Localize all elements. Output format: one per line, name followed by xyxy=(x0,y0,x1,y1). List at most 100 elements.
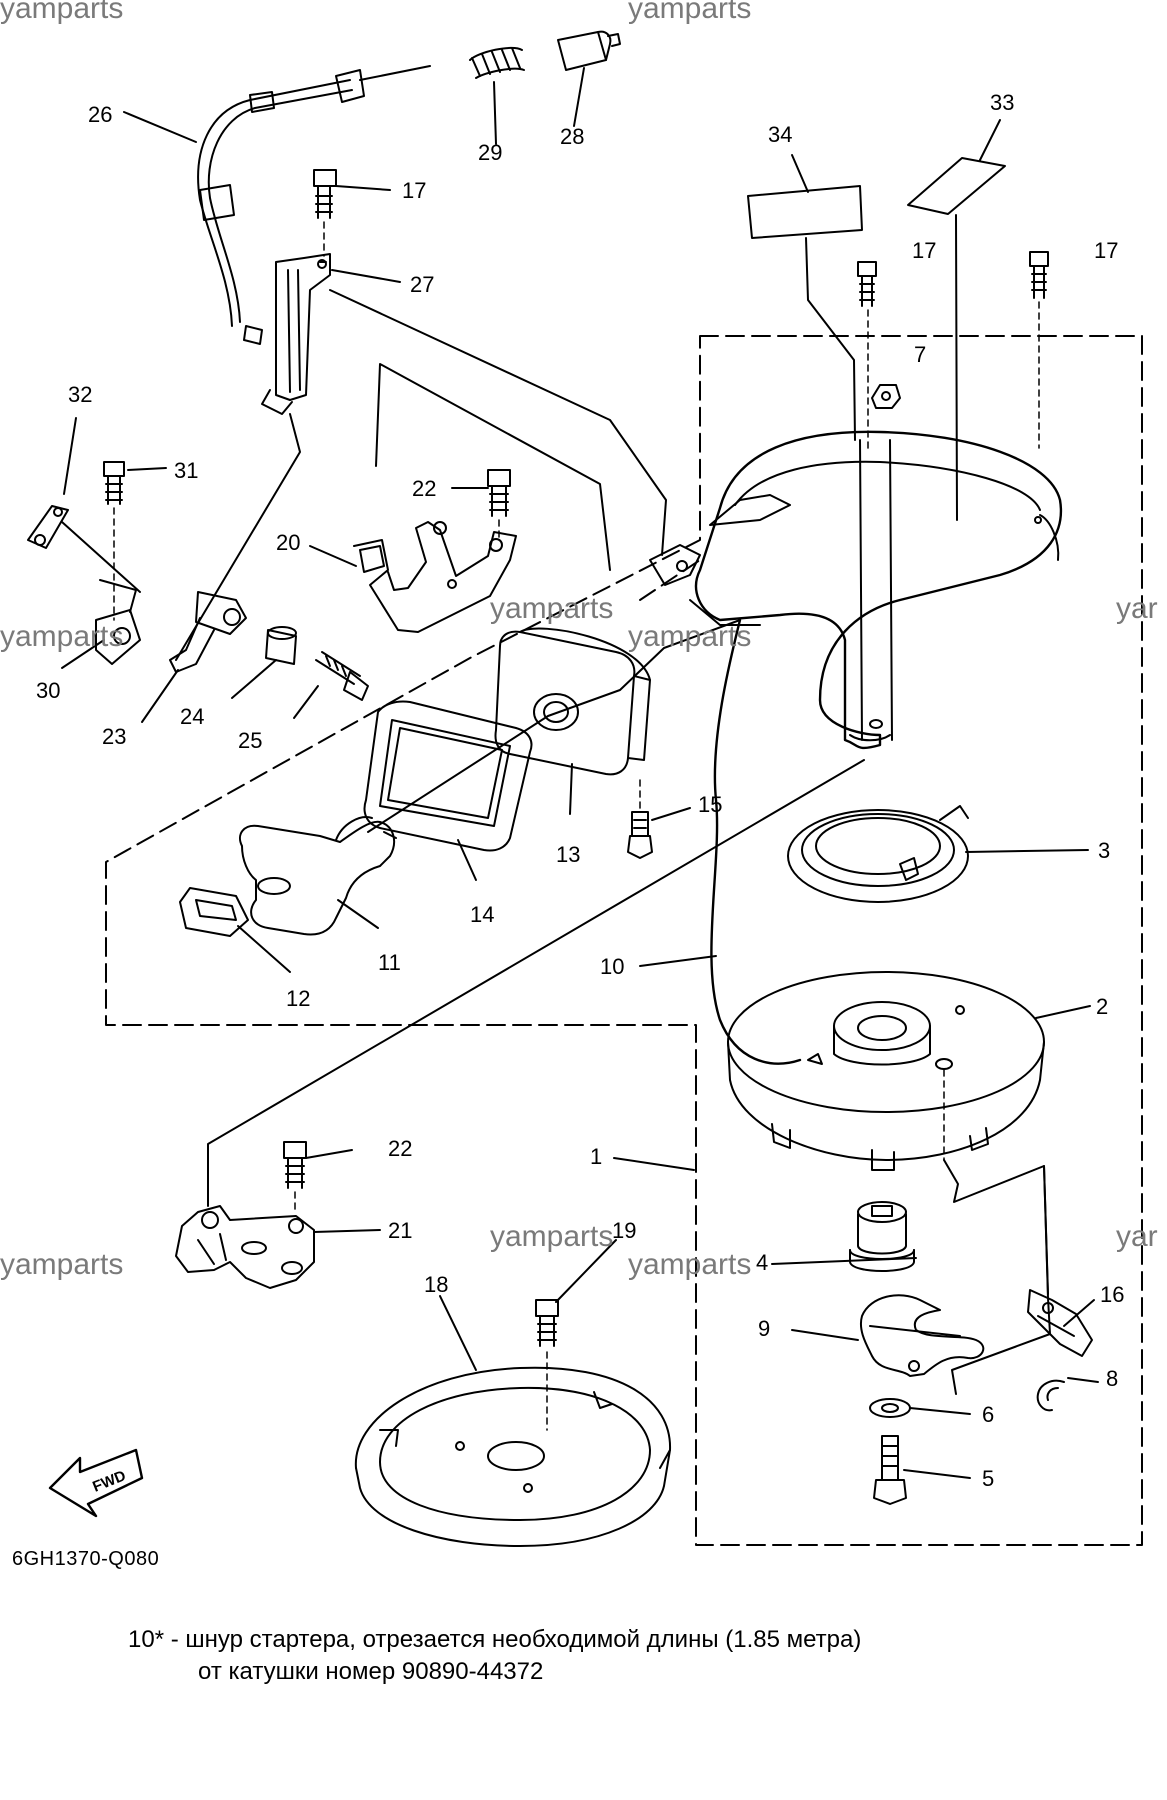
guide-13 xyxy=(494,627,651,776)
bolt-31 xyxy=(103,461,125,621)
label-plate-33 xyxy=(907,157,1006,215)
part-number-19: 19 xyxy=(612,1218,636,1243)
watermark: yamparts xyxy=(490,1220,614,1253)
part-number-33: 33 xyxy=(990,90,1014,115)
part-number-12: 12 xyxy=(286,986,310,1011)
leader-8 xyxy=(1067,1377,1099,1383)
leader-34-to-housing xyxy=(805,237,856,441)
base-plate-18 xyxy=(354,1366,672,1547)
part-number-11: 11 xyxy=(378,950,401,975)
part-number-29: 29 xyxy=(478,140,502,165)
leader-14 xyxy=(457,839,477,881)
clip-8 xyxy=(1036,1379,1065,1412)
bracket-20-line xyxy=(375,363,611,571)
bracket-line-pulley xyxy=(943,1159,1049,1295)
part-number-28: 28 xyxy=(560,124,584,149)
part-number-2: 2 xyxy=(1096,994,1108,1019)
part-number-24: 24 xyxy=(180,704,204,729)
part-number-23: 23 xyxy=(102,724,126,749)
insert-12 xyxy=(179,887,249,937)
part-number-32: 32 xyxy=(68,382,92,407)
washer-6 xyxy=(869,1398,911,1418)
leader-21 xyxy=(313,1229,381,1233)
bracket-line-pawl xyxy=(951,1165,1051,1395)
leader-15 xyxy=(651,807,691,821)
part-number-17a: 17 xyxy=(402,178,426,203)
starter-rope-inside xyxy=(367,619,741,833)
leader-17-c xyxy=(335,185,391,191)
bolt-22-a xyxy=(487,469,511,541)
bolt-17-a xyxy=(857,261,877,451)
throttle-cable-26 xyxy=(197,65,431,345)
handle-11 xyxy=(239,816,397,936)
part-number-13: 13 xyxy=(556,842,580,867)
leader-9 xyxy=(791,1329,859,1341)
leader-20 xyxy=(309,545,357,567)
starter-housing xyxy=(649,430,1063,750)
watermark: yamparts xyxy=(0,620,124,653)
part-number-1: 1 xyxy=(590,1144,602,1169)
watermark: yamparts xyxy=(628,0,752,25)
note-line-1: 10* - шнур стартера, отрезается необходи… xyxy=(128,1626,862,1653)
plate-20 xyxy=(353,521,517,633)
assembly-boundary-dashed xyxy=(105,335,1143,1546)
leader-33 xyxy=(979,119,1001,161)
arm-23 xyxy=(169,591,247,673)
bolt-17-b xyxy=(1029,251,1049,449)
ratchet-9 xyxy=(860,1294,985,1377)
part-number-labels: 1 2 3 4 5 6 7 8 9 10 11 12 13 14 15 16 1… xyxy=(36,90,1124,1491)
pawl-16 xyxy=(1027,1289,1093,1357)
part-number-15: 15 xyxy=(698,792,722,817)
part-number-30: 30 xyxy=(36,678,60,703)
leader-24 xyxy=(231,659,277,699)
collar-24 xyxy=(265,626,297,665)
part-number-17c: 17 xyxy=(1094,238,1118,263)
fwd-label: FWD xyxy=(90,1467,128,1496)
part-number-16: 16 xyxy=(1100,1282,1124,1307)
bolt-22-b xyxy=(283,1141,307,1213)
part-number-9: 9 xyxy=(758,1316,770,1341)
watermark-partial: yar xyxy=(1116,592,1158,625)
bolt-5 xyxy=(873,1435,907,1505)
nut-7 xyxy=(871,384,901,409)
part-number-31: 31 xyxy=(174,458,198,483)
watermark: yamparts xyxy=(0,1248,124,1281)
leader-23 xyxy=(141,669,179,723)
spring-29 xyxy=(469,46,525,79)
part-number-6: 6 xyxy=(982,1402,994,1427)
part-number-17b: 17 xyxy=(912,238,936,263)
leader-1 xyxy=(613,1157,695,1171)
leader-22-b xyxy=(305,1149,353,1159)
note-line-2: от катушки номер 90890-44372 xyxy=(198,1658,544,1685)
part-number-18: 18 xyxy=(424,1272,448,1297)
leader-16 xyxy=(1063,1299,1095,1327)
leader-5 xyxy=(903,1469,971,1479)
watermark: yamparts xyxy=(490,592,614,625)
recoil-spring-3 xyxy=(787,805,969,903)
leader-30 xyxy=(61,639,105,669)
drawing-code: 6GH1370-Q080 xyxy=(12,1548,160,1570)
leader-34 xyxy=(791,154,809,193)
leader-13 xyxy=(569,763,573,815)
part-number-20: 20 xyxy=(276,530,300,555)
end-piece-28 xyxy=(557,30,621,71)
part-number-26: 26 xyxy=(88,102,112,127)
label-plate-34 xyxy=(747,185,863,239)
fwd-arrow-icon xyxy=(48,1448,144,1518)
part-number-22a: 22 xyxy=(412,476,436,501)
part-number-5: 5 xyxy=(982,1466,994,1491)
leader-19 xyxy=(555,1239,617,1303)
bracket-27 xyxy=(261,253,331,415)
part-number-10: 10 xyxy=(600,954,624,979)
leader-32 xyxy=(63,417,77,495)
part-number-4: 4 xyxy=(756,1250,768,1275)
leader-2 xyxy=(1035,1005,1091,1019)
pulley-2 xyxy=(727,971,1045,1171)
watermark: yamparts xyxy=(0,0,124,25)
part-number-7: 7 xyxy=(914,342,926,367)
sub-assembly-link-dashed xyxy=(639,559,701,601)
bolt-25 xyxy=(315,651,369,701)
leader-bracket-to-23 xyxy=(175,413,301,661)
bolt-17-c xyxy=(313,169,337,257)
